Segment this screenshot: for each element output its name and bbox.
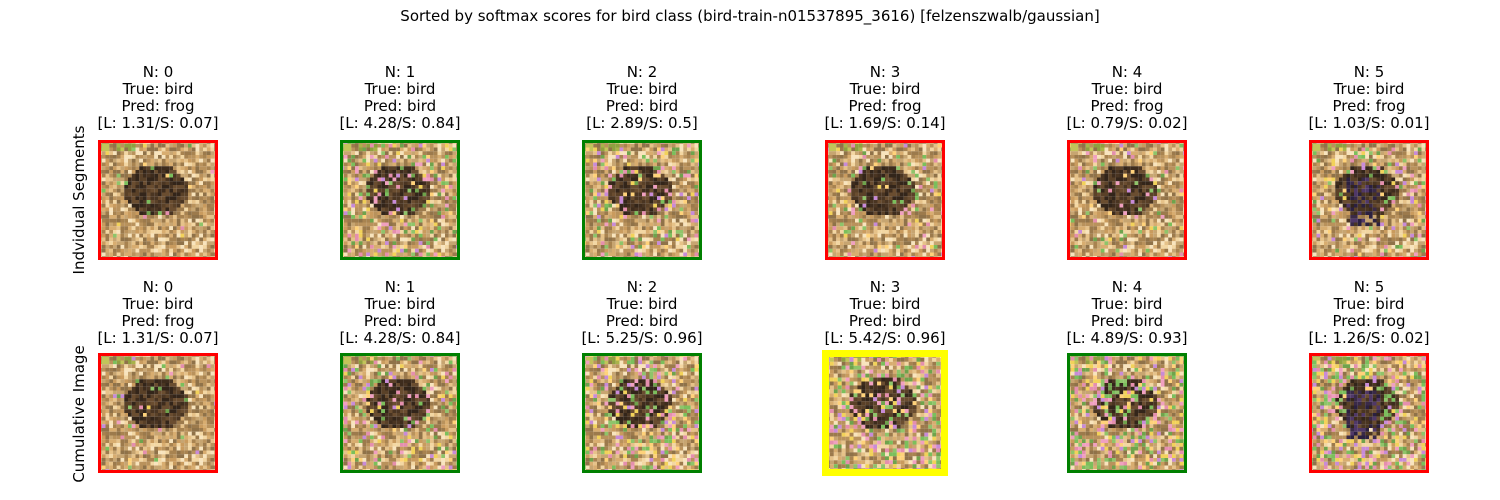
true-label: True: bird [122,80,194,98]
correct-frame [582,353,702,473]
score-label: [L: 1.31/S: 0.07] [97,329,219,347]
score-label: [L: 5.42/S: 0.96] [824,329,946,347]
true-label: True: bird [364,295,436,313]
pred-label: Pred: frog [848,97,922,115]
bird-image [582,140,702,260]
true-label: True: bird [1333,80,1405,98]
best-frame-highlight [822,350,948,476]
image-panel [98,140,218,260]
score-label: [L: 4.28/S: 0.84] [339,329,461,347]
score-label: [L: 1.31/S: 0.07] [97,114,219,132]
pred-label: Pred: frog [121,97,195,115]
score-label: [L: 5.25/S: 0.96] [581,329,703,347]
pred-label: Pred: bird [605,312,679,330]
image-panel [1309,140,1429,260]
bird-image [340,353,460,473]
image-panel [1067,353,1187,473]
panel-index: N: 2 [626,278,658,296]
panel-index: N: 5 [1353,63,1385,81]
panel-index: N: 5 [1353,278,1385,296]
image-panel [582,140,702,260]
true-label: True: bird [1091,295,1163,313]
image-panel [822,350,948,476]
pred-label: Pred: bird [848,312,922,330]
incorrect-frame [98,353,218,473]
panel-index: N: 4 [1111,278,1143,296]
panel-index: N: 1 [384,63,416,81]
true-label: True: bird [849,295,921,313]
score-label: [L: 1.69/S: 0.14] [824,114,946,132]
true-label: True: bird [849,80,921,98]
score-label: [L: 4.28/S: 0.84] [339,114,461,132]
incorrect-frame [98,140,218,260]
image-panel [1067,140,1187,260]
image-panel [340,353,460,473]
correct-frame [340,353,460,473]
correct-frame [582,140,702,260]
correct-frame [1067,353,1187,473]
true-label: True: bird [1091,80,1163,98]
pred-label: Pred: frog [1332,97,1406,115]
panel-index: N: 3 [869,278,901,296]
bird-image [825,140,945,260]
panel-index: N: 2 [626,63,658,81]
row-label-individual-segments: Indvidual Segments [70,125,88,275]
panel-index: N: 3 [869,63,901,81]
pred-label: Pred: frog [1090,97,1164,115]
image-panel [98,353,218,473]
incorrect-frame [825,140,945,260]
incorrect-frame [1067,140,1187,260]
incorrect-frame [1309,140,1429,260]
image-panel [1309,353,1429,473]
correct-frame [340,140,460,260]
panel-index: N: 4 [1111,63,1143,81]
true-label: True: bird [606,80,678,98]
image-panel [340,140,460,260]
score-label: [L: 1.03/S: 0.01] [1308,114,1430,132]
incorrect-frame [1309,353,1429,473]
bird-image [1309,353,1429,473]
true-label: True: bird [606,295,678,313]
panel-index: N: 0 [142,63,174,81]
true-label: True: bird [122,295,194,313]
score-label: [L: 1.26/S: 0.02] [1308,329,1430,347]
image-panel [825,140,945,260]
pred-label: Pred: bird [363,97,437,115]
panel-index: N: 1 [384,278,416,296]
true-label: True: bird [364,80,436,98]
row-label-cumulative-image: Cumulative Image [70,345,88,483]
pred-label: Pred: bird [363,312,437,330]
image-panel [582,353,702,473]
pred-label: Pred: bird [605,97,679,115]
bird-image [1067,140,1187,260]
pred-label: Pred: frog [121,312,195,330]
score-label: [L: 2.89/S: 0.5] [586,114,698,132]
pred-label: Pred: bird [1090,312,1164,330]
pred-label: Pred: frog [1332,312,1406,330]
true-label: True: bird [1333,295,1405,313]
score-label: [L: 0.79/S: 0.02] [1066,114,1188,132]
panel-index: N: 0 [142,278,174,296]
figure-title: Sorted by softmax scores for bird class … [400,7,1100,25]
score-label: [L: 4.89/S: 0.93] [1066,329,1188,347]
